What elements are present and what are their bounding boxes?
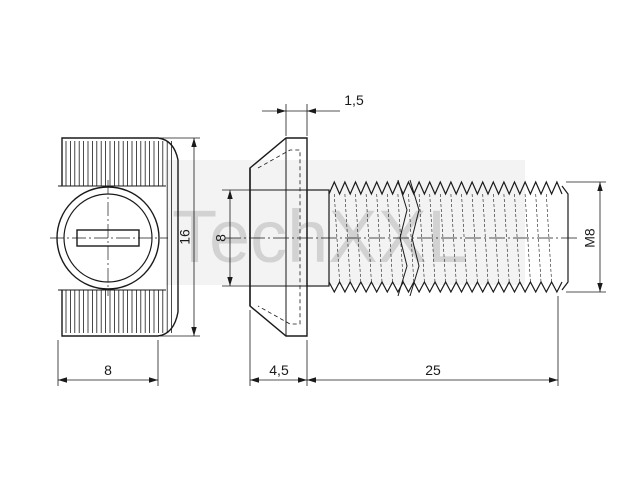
screw-side-view: 1,5 8 M8 4,5 25 [213, 92, 606, 386]
t-nut-body [61, 137, 179, 337]
dim-head-length: 4,5 [269, 362, 289, 378]
watermark: TechXXL [165, 160, 525, 285]
dim-thread: M8 [582, 228, 598, 248]
dim-head-thickness: 1,5 [344, 92, 364, 108]
t-nut-end-view: 8 16 [50, 137, 200, 386]
dim-head-height: 16 [177, 229, 193, 245]
dim-shoulder-diameter: 8 [213, 234, 229, 242]
dim-head-width: 8 [104, 362, 112, 378]
dim-shank-length: 25 [425, 362, 441, 378]
